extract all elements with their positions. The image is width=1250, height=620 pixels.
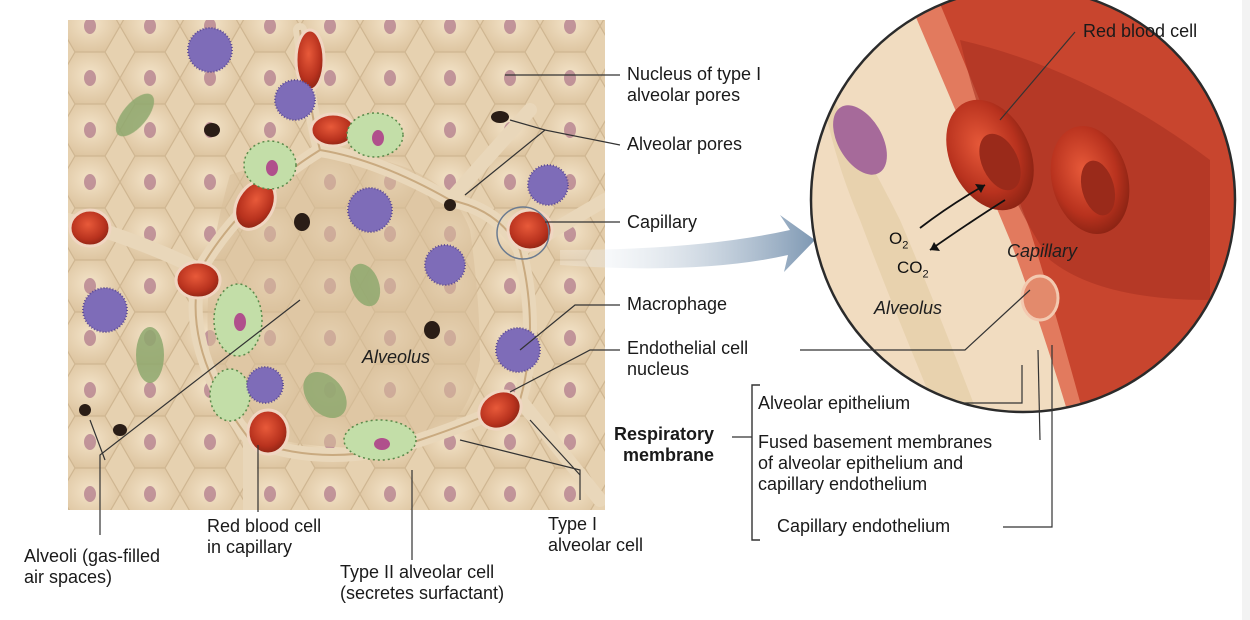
label-alveoli: Alveoli (gas-filled air spaces) — [24, 546, 161, 587]
label-type-i-cell: Type I alveolar cell — [548, 514, 644, 555]
label-alveolus-inset: Alveolus — [874, 298, 943, 318]
label-o2: O2 — [889, 229, 909, 252]
label-alveolar-epithelium: Alveolar epithelium — [758, 393, 911, 413]
capillary-zoom-ring — [496, 206, 550, 260]
alveoli-tissue-block — [68, 20, 605, 510]
label-capillary: Capillary — [627, 212, 698, 232]
flat-cells — [115, 93, 381, 419]
label-alveolus-main: Alveolus — [362, 347, 431, 367]
capillary-inset — [809, 0, 1237, 414]
label-macrophage: Macrophage — [627, 294, 728, 314]
right-edge-strip — [1242, 0, 1250, 620]
label-co2: CO2 — [897, 258, 929, 281]
label-capillary-endothelium: Capillary endothelium — [777, 516, 951, 536]
label-respiratory-membrane: Respiratory membrane — [614, 424, 715, 465]
label-endothelial-nucleus: Endothelial cell nucleus — [627, 338, 749, 379]
label-alveolar-pores: Alveolar pores — [627, 134, 743, 154]
label-rbc-in-capillary: Red blood cell in capillary — [207, 516, 322, 557]
label-nucleus-type1: Nucleus of type I alveolar pores — [627, 64, 762, 105]
zoom-arrow — [560, 215, 815, 272]
label-red-blood-cell: Red blood cell — [1083, 21, 1198, 41]
label-type-ii-cell: Type II alveolar cell (secretes surfacta… — [340, 562, 505, 603]
macrophages — [82, 27, 569, 404]
label-fused-basement: Fused basement membranes of alveolar epi… — [758, 432, 993, 494]
alveolar-pores-marks — [79, 111, 509, 436]
label-capillary-inset: Capillary — [1007, 241, 1078, 261]
type-ii-nuclei — [234, 130, 390, 450]
leader-lines — [89, 31, 1076, 560]
membrane-bracket — [751, 384, 760, 541]
capillaries — [68, 28, 554, 456]
